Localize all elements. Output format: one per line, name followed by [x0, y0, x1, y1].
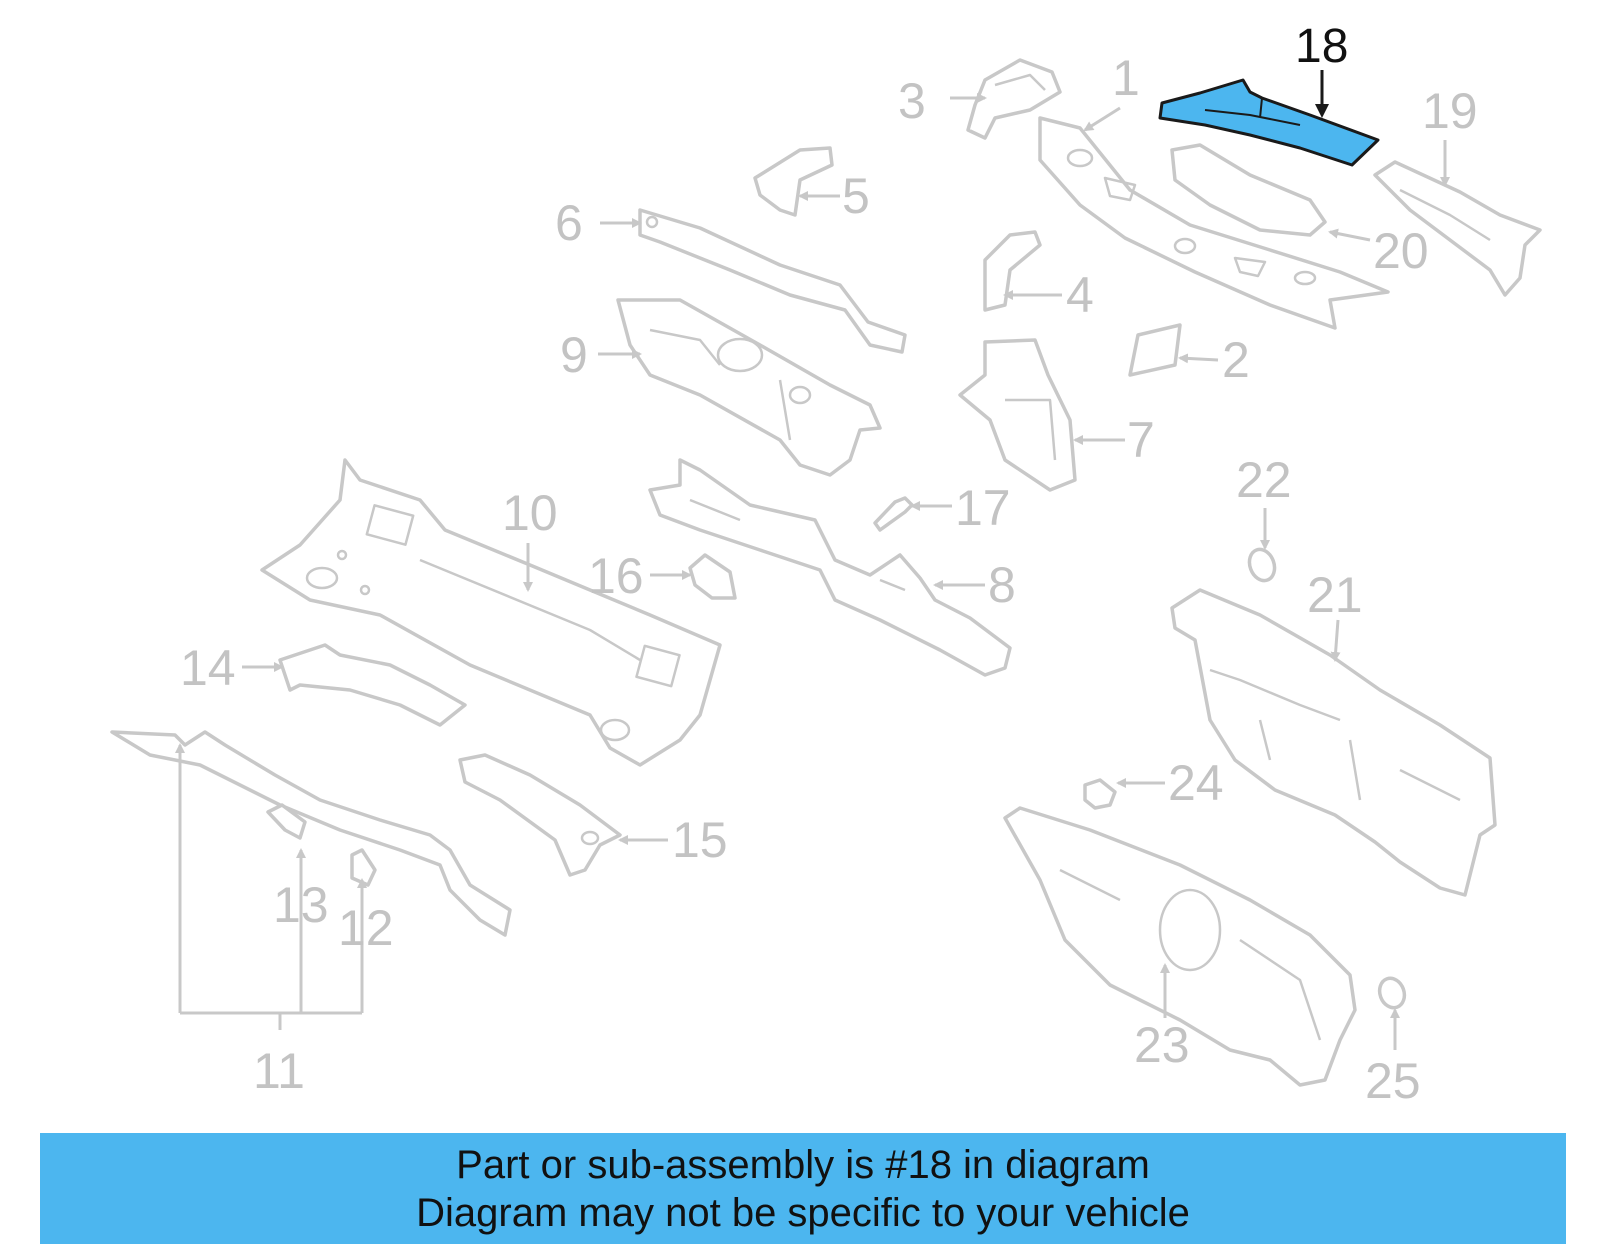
callout-16: 16 — [588, 548, 644, 604]
callout-17: 17 — [955, 480, 1011, 536]
callout-4: 4 — [1066, 267, 1094, 323]
part-4-bracket — [983, 230, 1042, 312]
callout-8: 8 — [988, 557, 1016, 613]
part-19-bracket — [1373, 160, 1542, 297]
callout-7: 7 — [1127, 412, 1155, 468]
part-6-reinforcement — [638, 208, 907, 354]
callout-24: 24 — [1168, 755, 1224, 811]
callout-18: 18 — [1295, 20, 1348, 73]
part-3-bracket — [966, 58, 1062, 140]
callout-13: 13 — [273, 877, 329, 933]
caption-line-1: Part or sub-assembly is #18 in diagram — [456, 1143, 1150, 1187]
caption-banner-bg — [40, 1133, 1566, 1244]
part-11-panel — [110, 730, 512, 937]
part-13-clip — [266, 803, 307, 840]
callout-2: 2 — [1222, 332, 1250, 388]
part-24-fastener — [1083, 778, 1117, 810]
caption-banner: Part or sub-assembly is #18 in diagram D… — [40, 1133, 1566, 1244]
callout-10: 10 — [502, 485, 558, 541]
part-21-dash-insulator — [1170, 588, 1497, 897]
part-9-insulator — [616, 298, 882, 477]
callout-25: 25 — [1365, 1053, 1421, 1109]
callout-labels: 1 2 3 4 5 6 7 8 9 10 11 12 13 14 15 16 1… — [180, 20, 1478, 1109]
part-18-shape — [1158, 78, 1380, 167]
callout-5: 5 — [842, 168, 870, 224]
caption-line-2: Diagram may not be specific to your vehi… — [416, 1191, 1190, 1235]
part-14-bracket — [278, 643, 467, 727]
callout-21: 21 — [1307, 567, 1363, 623]
callout-15: 15 — [672, 812, 728, 868]
part-18-highlighted — [1158, 78, 1380, 167]
callout-1: 1 — [1112, 50, 1140, 106]
part-16-clip — [688, 553, 737, 600]
part-22-plug — [1247, 547, 1277, 583]
callout-22: 22 — [1236, 452, 1292, 508]
part-2-bracket — [1128, 323, 1182, 377]
callout-20: 20 — [1373, 223, 1429, 279]
callout-3: 3 — [898, 73, 926, 129]
part-5-bracket — [753, 146, 834, 217]
callout-19: 19 — [1422, 83, 1478, 139]
part-12-clip — [350, 848, 377, 887]
part-1-cowl-panel — [1038, 116, 1390, 330]
leader-lines — [175, 93, 1450, 1050]
part-20-seal — [1170, 143, 1327, 237]
callout-12: 12 — [338, 900, 394, 956]
part-10-cowl-top — [260, 458, 722, 767]
callout-6: 6 — [555, 195, 583, 251]
part-15-bracket — [458, 753, 622, 877]
part-25-plug — [1377, 976, 1407, 1010]
callout-14: 14 — [180, 640, 236, 696]
part-7-bracket — [958, 338, 1077, 492]
part-17-bolt — [873, 496, 914, 532]
callout-9: 9 — [560, 327, 588, 383]
part-23-dash-insulator — [1003, 806, 1357, 1087]
callout-23: 23 — [1134, 1017, 1190, 1073]
part-8-reinforcement — [648, 458, 1012, 677]
callout-11: 11 — [253, 1043, 305, 1099]
